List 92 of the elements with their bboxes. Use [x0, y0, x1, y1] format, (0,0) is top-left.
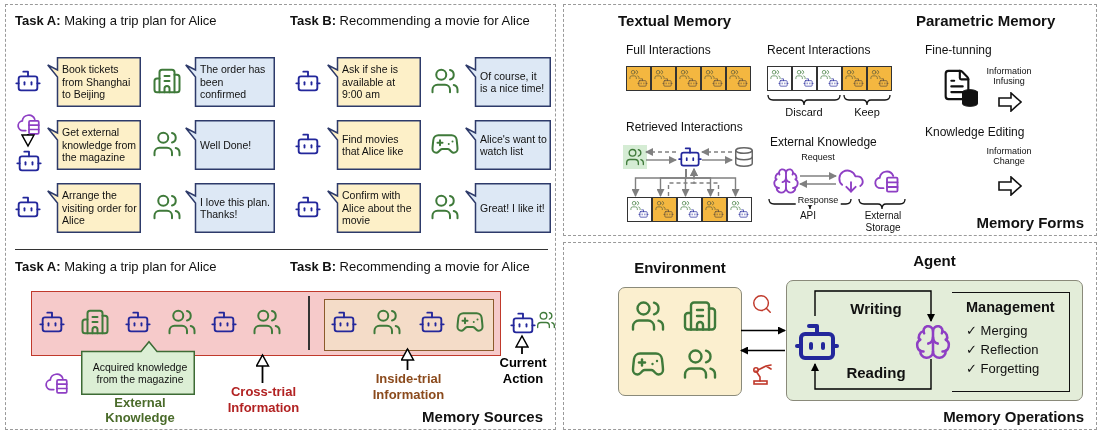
- outline-arrow: [255, 354, 270, 384]
- panel-title: Memory Sources: [422, 408, 543, 425]
- list-item: ✓ Merging: [966, 322, 1029, 340]
- arrow: [814, 290, 935, 322]
- speech-bubble: [185, 57, 275, 107]
- interaction-cell: [727, 197, 752, 222]
- box-heading: Agent: [912, 252, 957, 269]
- box-heading: Management: [966, 299, 1056, 315]
- speech-bubble: [327, 57, 421, 107]
- arrow: [685, 168, 740, 197]
- annotation-text: Inside-trial Information: [356, 371, 461, 407]
- bubble-text: Great! I like it!: [480, 201, 545, 215]
- annotation-text: Cross-trial Information: [211, 384, 316, 420]
- cloud-download-icon: [837, 167, 865, 195]
- text-label: Task A: Making a trip plan for Alice: [15, 260, 217, 275]
- arrow: [740, 346, 786, 355]
- outline-arrow: [21, 133, 35, 147]
- text-label: Keep: [853, 106, 881, 119]
- arrow: [799, 172, 837, 180]
- bubble-text: Arrange the visiting order for Alice: [62, 189, 137, 227]
- arrow: [645, 148, 677, 156]
- management-box: [952, 292, 1070, 392]
- text-label: External Knowledge: [104, 396, 176, 426]
- bubble-text: Alice's want to watch list: [480, 132, 547, 158]
- text-label: Textual Memory: [618, 12, 732, 30]
- interaction-cell: [627, 197, 652, 222]
- box-heading: Environment: [633, 259, 727, 276]
- outline-arrow: [400, 348, 415, 371]
- speech-bubble: [185, 183, 275, 233]
- bubble-text: Get external knowledge from the magazine: [62, 126, 137, 164]
- list-item: ✓ Reflection: [966, 341, 1040, 359]
- bubble-text: Ask if she is available at 9:00 am: [342, 63, 400, 101]
- interaction-cell: [702, 197, 727, 222]
- arrow: [701, 156, 733, 164]
- cloud-server-icon: [16, 111, 42, 135]
- speech-bubble: [465, 120, 551, 170]
- speech-bubble: [327, 183, 421, 233]
- brain-icon: [771, 167, 801, 195]
- panel-title: Memory Operations: [943, 408, 1084, 425]
- text-label: API: [798, 210, 818, 222]
- text-label: Information Infusing: [985, 66, 1033, 87]
- text-label: Task A: Making a trip plan for Alice: [15, 14, 217, 29]
- arrow: [811, 358, 932, 390]
- speech-bubble: [185, 120, 275, 170]
- text-label: Parametric Memory: [916, 12, 1056, 30]
- arrow: [645, 156, 677, 164]
- speech-bubble: [47, 120, 141, 170]
- annotation-text: Current Action: [491, 355, 555, 391]
- list-item: ✓ Forgetting: [966, 360, 1041, 378]
- text-label: Knowledge Editing: [925, 126, 1025, 140]
- outline-arrow: [515, 335, 529, 355]
- bubble-text: Confirm with Alice about the movie: [342, 189, 413, 227]
- arrow: [799, 180, 837, 188]
- speech-bubble: [47, 57, 141, 107]
- text-label: Information Change: [985, 146, 1033, 167]
- bubble-text: Acquired knowledge from the magazine: [91, 360, 189, 386]
- callout-bubble: [81, 341, 195, 395]
- text-label: External Storage: [863, 210, 903, 233]
- edge-label: Request: [799, 152, 837, 162]
- bubble-text: I love this plan. Thanks!: [200, 195, 271, 221]
- arrow: [740, 326, 786, 335]
- text-label: External Knowledge: [770, 136, 877, 150]
- interaction-cell: [652, 197, 677, 222]
- bubble-text: The order has been confirmed: [200, 63, 267, 101]
- speech-bubble: [327, 120, 421, 170]
- speech-bubble: [465, 183, 551, 233]
- text-label: Task B: Recommending a movie for Alice: [290, 260, 530, 275]
- brain-icon: [914, 323, 952, 361]
- dashed-panel: [5, 4, 556, 430]
- text-label: Discard: [784, 106, 824, 119]
- speech-bubble: [465, 57, 551, 107]
- speech-bubble: [47, 183, 141, 233]
- interaction-cell: [677, 197, 702, 222]
- text-label: Task B: Recommending a movie for Alice: [290, 14, 530, 29]
- people-icon: [623, 145, 647, 169]
- database-icon: [733, 146, 755, 168]
- bubble-text: Find movies that Alice like: [342, 132, 405, 158]
- text-label: Fine-tunning: [925, 44, 992, 58]
- bubble-text: Of course, it is a nice time!: [480, 69, 546, 95]
- arrow: [690, 168, 720, 197]
- robot-icon: [677, 144, 703, 170]
- highlight-box: [31, 291, 501, 356]
- bubble-text: Well Done!: [200, 138, 252, 152]
- panel-title: Memory Forms: [976, 214, 1084, 231]
- dashed-panel: [563, 242, 1097, 430]
- arrow: [701, 148, 733, 156]
- bubble-text: Book tickets from Shanghai to Beijing: [62, 63, 132, 101]
- text-label: Recent Interactions: [767, 44, 871, 58]
- text-label: Full Interactions: [626, 44, 711, 58]
- edge-label: Response: [795, 195, 841, 205]
- highlight-box: [324, 299, 494, 351]
- text-label: Retrieved Interactions: [626, 121, 743, 135]
